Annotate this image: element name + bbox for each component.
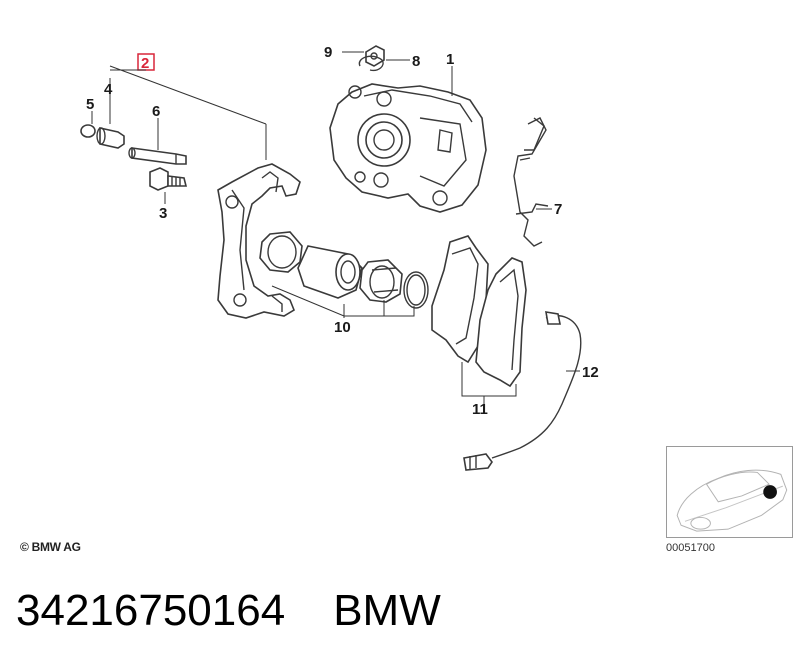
- wheel-location-marker: [763, 485, 777, 499]
- caliper-housing: [329, 83, 487, 213]
- callout-5: 5: [86, 96, 94, 113]
- copyright-notice: © BMW AG: [20, 540, 81, 554]
- car-locator-thumbnail: [666, 446, 793, 538]
- brand-name: BMW: [333, 586, 441, 635]
- bleeder-screw: [358, 45, 385, 72]
- thumbnail-code: 00051700: [666, 542, 715, 554]
- callout-8: 8: [412, 53, 420, 70]
- callout-9: 9: [324, 44, 332, 61]
- brake-wear-sensor: [463, 311, 582, 471]
- callout-3: 3: [159, 205, 167, 222]
- brake-pads: [431, 235, 527, 388]
- callout-10: 10: [334, 319, 351, 336]
- piston-seal-kit: [259, 231, 429, 309]
- callout-1: 1: [446, 51, 454, 68]
- car-outline-image: [676, 469, 788, 532]
- caliper-carrier-bracket: [217, 163, 301, 319]
- callout-7: 7: [554, 201, 562, 218]
- callout-2: 2: [141, 55, 149, 72]
- hex-bolt: [149, 167, 188, 191]
- callout-11: 11: [472, 401, 488, 418]
- callout-6: 6: [152, 103, 160, 120]
- callout-12: 12: [582, 364, 599, 381]
- callout-4: 4: [104, 81, 113, 98]
- anti-rattle-spring: [513, 117, 549, 247]
- guide-bushings: [80, 124, 125, 149]
- part-number: 34216750164: [16, 586, 286, 635]
- kit-callout-box: 2: [137, 53, 155, 72]
- guide-bolt: [128, 147, 187, 165]
- footer-caption: 34216750164 BMW: [16, 586, 441, 636]
